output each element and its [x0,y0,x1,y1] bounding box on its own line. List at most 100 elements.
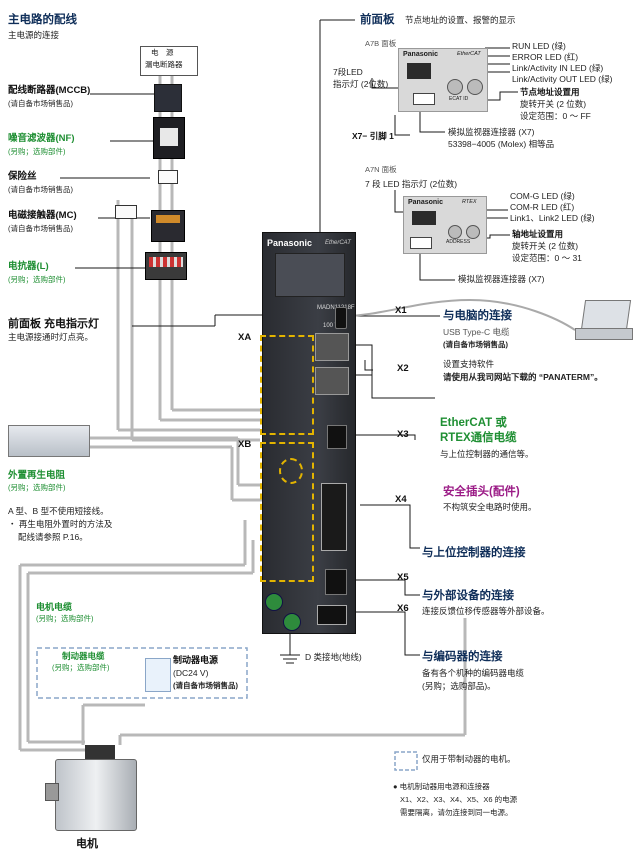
reactor-title: 电抗器(L) [8,261,49,272]
xa-terminal-area [260,335,314,435]
a7b-rotary-2 [467,79,483,95]
x3-desc: 不构筑安全电路时使用。 [443,502,537,512]
x1-title: 与电脑的连接 [443,310,512,322]
usb-c-port-x1 [335,307,347,329]
contactor-device [151,210,185,242]
regen-resistor-subtitle: (另购；选购部件) [8,483,66,492]
front-panel-title: 前面板 [360,14,395,26]
a7n-monitor-connector [410,237,432,249]
reactor-device [145,252,187,280]
main-wiring-subtitle: 主电源的连接 [8,30,60,40]
io-connector-x4 [321,483,347,551]
noise-filter-title: 噪音滤波器(NF) [8,133,75,144]
brake-power-subtitle: (请自备市场销售品) [173,681,238,690]
main-wiring-title: 主电路的配线 [8,14,77,26]
contactor-subtitle: (请自备市场销售品) [8,224,73,233]
brake-cable-subtitle: (另购；选购部件) [52,663,110,672]
a7n-label: A7N 面板 [365,165,397,174]
xb-label: XB [238,439,252,450]
driver-series: EtherCAT [325,240,351,246]
x2-label: X2 [397,363,409,374]
fuse-subtitle: (请自备市场销售品) [8,185,73,194]
x1-cable: USB Type-C 电缆 [443,327,510,337]
brake-power-title: 制动器电源 [173,655,219,665]
a7n-brand: Panasonic [408,199,444,206]
legend-note-3: 需要隔离，请勿连接到同一电源。 [400,808,513,817]
legend-note-2: X1、X2、X3、X4、X5、X6 的电源 [400,795,518,804]
x3-title: 安全插头(配件) [443,486,520,498]
brake-power-device [145,658,171,692]
x6-desc-1: 备有各个机种的编码器电缆 [422,668,525,678]
motor-cable-title: 电机电缆 [36,602,73,612]
fuse-device-2 [115,205,137,219]
monitor-connector-label: 模拟监视器连接器 (X7) [448,127,535,137]
x1-label: X1 [395,305,407,316]
a7n-series: RTEX [462,199,477,205]
x2-desc: 与上位控制器的通信等。 [440,449,534,459]
motor-label: 电机 [76,838,98,850]
reactor-subtitle: (另购；选购部件) [8,275,66,284]
link-in-led-label: Link/Activity IN LED (绿) [512,63,604,73]
servo-motor [45,745,140,831]
driver-voltage: 100 V [323,323,339,329]
run-led-label: RUN LED (绿) [512,41,566,51]
legend-dashed-text: 仅用于带制动器的电机。 [422,754,516,764]
a7n-rotary-1 [448,225,462,239]
front-panel-desc: 节点地址的设置、报警的显示 [405,15,516,25]
a7b-ecat-id: ECAT ID [449,96,469,102]
com-r-led-label: COM-R LED (红) [510,202,575,212]
power-label: 电 源 [151,48,174,57]
monitor-connector-part: 53398−4005 (Molex) 相等品 [448,139,555,149]
a7n-address: ADDRESS [446,239,471,245]
x1-cable-sub: (请自备市场销售品) [443,340,508,349]
x4-label: X4 [395,494,407,505]
a7b-7seg-label-1: 7段LED [333,67,363,77]
ground-screw-1 [265,593,283,611]
node-address-title: 节点地址设置用 [520,87,580,97]
link-out-led-label: Link/Activity OUT LED (绿) [512,74,613,84]
a7n-7seg-display [412,211,436,225]
a7b-label: A7B 面板 [365,39,397,48]
regen-note-2: 配线请参照 P.16。 [18,532,88,542]
driver-brand: Panasonic [267,238,313,248]
motor-cable-subtitle: (另购；选购部件) [36,614,94,623]
node-address-switch: 旋转开关 (2 位数) [520,99,587,109]
monitor-connector-label-2: 模拟监视器连接器 (X7) [458,274,545,284]
link12-led-label: Link1、Link2 LED (绿) [510,213,595,223]
charge-indicator-desc: 主电源接通时灯点亮。 [8,332,94,342]
a7b-series: EtherCAT [457,51,481,57]
x1-download: 请使用从我司网站下载的 “PANATERM”。 [443,372,603,382]
a7n-7seg-label: 7 段 LED 指示灯 (2位数) [365,179,458,189]
a7b-7seg-label-2: 指示灯 (2位数) [333,79,389,89]
noise-filter-subtitle: (另购；选购部件) [8,147,66,156]
driver-front-panel [275,253,345,297]
ethernet-port-in [315,333,349,361]
safety-connector-x3 [327,425,347,449]
power-breaker-box: 电 源 漏电断路器 [140,46,198,76]
x5-label: X5 [397,572,409,583]
ground-label: D 类接地(地线) [305,652,362,662]
ethernet-port-out [315,367,349,395]
fuse-device [158,170,178,184]
encoder-connector-x6 [317,605,347,625]
x5-title: 与外部设备的连接 [422,590,514,602]
x2-title-1: EtherCAT 或 [440,417,507,429]
connector-x5 [325,569,347,595]
a7b-brand: Panasonic [403,51,439,58]
contactor-title: 电磁接触器(MC) [8,210,77,221]
com-g-led-label: COM-G LED (绿) [510,191,575,201]
x7-pin-label: X7− 引脚 1 [352,131,394,141]
laptop [575,300,633,342]
regen-resistor-title: 外置再生电阻 [8,470,66,481]
short-bar-circle [279,458,303,484]
a7b-7seg-display [407,63,431,79]
x5-desc: 连接反馈位移传感器等外部设备。 [422,606,550,616]
x4-title: 与上位控制器的连接 [422,547,526,559]
x3-label: X3 [397,429,409,440]
charge-indicator-title: 前面板 充电指示灯 [8,318,100,330]
ab-type-note: A 型、B 型不使用短接线。 [8,506,109,516]
ground-screw-2 [283,613,301,631]
a7b-panel: Panasonic EtherCAT ECAT ID [398,48,488,112]
x6-title: 与编码器的连接 [422,651,503,663]
